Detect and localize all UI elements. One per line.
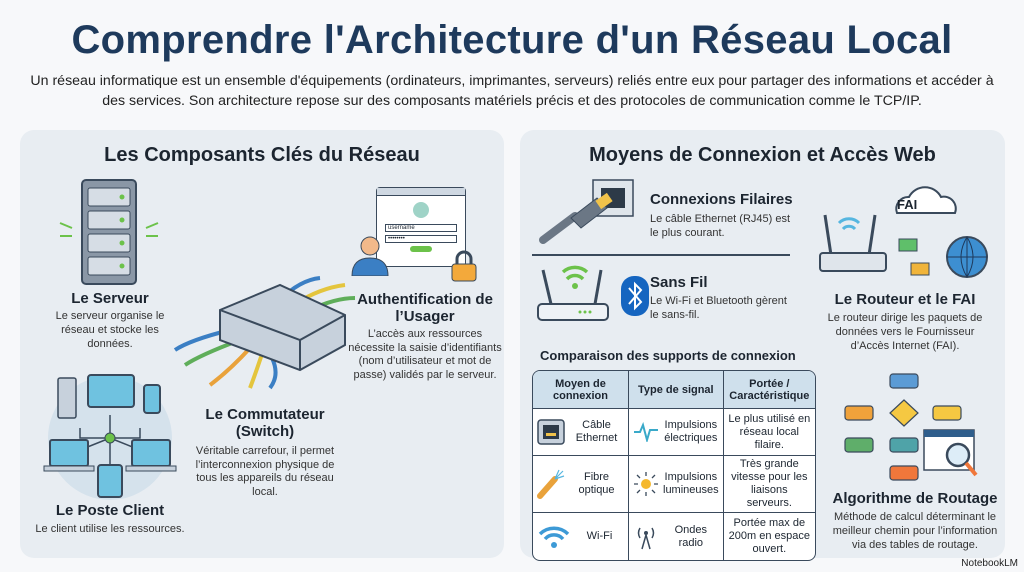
notebooklm-watermark: NotebookLM [961, 558, 1018, 569]
components-title: Les Composants Clés du Réseau [104, 144, 420, 166]
ethernet-port-icon [537, 419, 565, 445]
switch-icon [173, 276, 356, 390]
login-button [410, 246, 432, 252]
wifi-router-icon [537, 265, 649, 321]
header-range: Portée / Caractéristique [723, 371, 815, 409]
algo-title: Algorithme de Routage [832, 490, 998, 507]
client-title: Le Poste Client [55, 502, 165, 519]
intro-text: Un réseau informatique est un ensemble d… [30, 73, 994, 109]
username-field: username [385, 224, 457, 232]
server-icon [59, 179, 159, 285]
user-icon [351, 236, 389, 276]
header-medium: Moyen de connexion [533, 371, 629, 409]
comparison-title: Comparaison des supports de connexion [540, 348, 796, 363]
wifi-icon [538, 526, 570, 548]
table-row: Wi-Fi Ondes radio Portée max de 200m en … [533, 513, 815, 560]
password-field: •••••••• [385, 235, 457, 243]
client-text: Le client utilise les ressources. [35, 523, 185, 535]
connections-title: Moyens de Connexion et Accès Web [589, 144, 936, 166]
page-title: Comprendre l'Architecture d'un Réseau Lo… [71, 18, 953, 62]
router-text: Le routeur dirige les paquets de données… [827, 312, 983, 352]
radio-antenna-icon [637, 527, 655, 549]
client-devices-icon [43, 374, 177, 500]
divider [532, 254, 790, 256]
auth-title: Authentification de l’Usager [357, 291, 493, 325]
wireless-text: Le Wi-Fi et Bluetooth gèrent le sans-fil… [650, 295, 787, 321]
connections-panel: Moyens de Connexion et Accès Web Connexi… [520, 130, 1005, 561]
login-window: username •••••••• [376, 187, 466, 267]
table-row: Câble Ethernet Impulsions électriques Le… [533, 409, 815, 456]
auth-text: L’accès aux ressources nécessite la sais… [348, 328, 502, 381]
server-title: Le Serveur [71, 290, 149, 307]
wired-text: Le câble Ethernet (RJ45) est le plus cou… [650, 213, 791, 239]
light-pulse-icon [634, 472, 658, 496]
padlock-icon [451, 250, 477, 282]
table-row: Fibre optique Impulsions lumineuses Très… [533, 456, 815, 513]
server-text: Le serveur organise le réseau et stocke … [55, 310, 165, 350]
switch-text: Véritable carrefour, il permet l’interco… [195, 445, 335, 498]
routing-algorithm-icon [844, 373, 978, 481]
wireless-title: Sans Fil [650, 274, 708, 291]
fiber-optic-icon [537, 469, 565, 499]
algo-text: Méthode de calcul déterminant le meilleu… [832, 511, 998, 551]
components-panel: Les Composants Clés du Réseau Le Serveur… [20, 130, 504, 558]
table-header-row: Moyen de connexion Type de signal Portée… [533, 371, 815, 409]
ethernet-cable-icon [539, 179, 634, 244]
wired-title: Connexions Filaires [650, 191, 793, 208]
user-avatar-icon [413, 202, 429, 218]
fai-cloud-label: FAI [897, 197, 918, 212]
router-fai-icon [819, 186, 988, 278]
switch-title: Le Commutateur (Switch) [205, 406, 325, 440]
router-title: Le Routeur et le FAI [834, 291, 976, 308]
comparison-table: Moyen de connexion Type de signal Portée… [532, 370, 816, 561]
header-signal: Type de signal [629, 371, 724, 409]
electric-pulse-icon [634, 422, 658, 442]
